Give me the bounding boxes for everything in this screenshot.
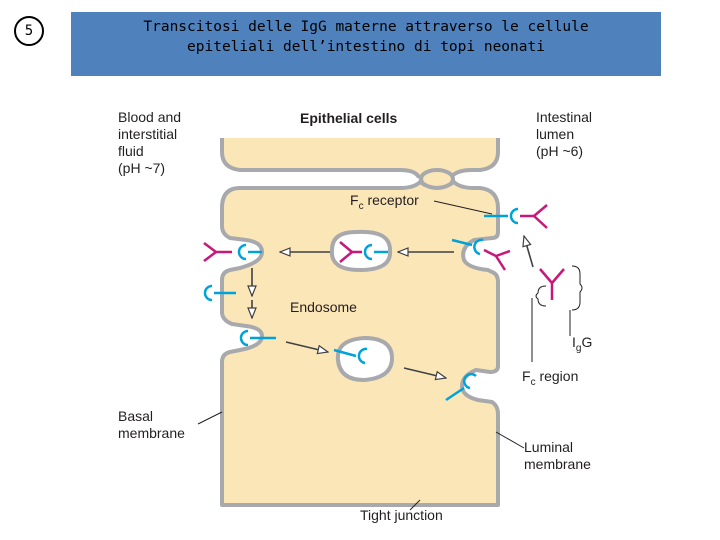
slide-number-text: 5: [24, 23, 34, 39]
receptor-recycling: [239, 329, 276, 347]
receptor-igg-complex-lumen: [484, 204, 548, 229]
label-tight-junction: Tight junction: [360, 507, 443, 523]
label-blood-3: fluid: [118, 143, 144, 159]
label-basal-2: membrane: [118, 425, 185, 441]
label-fc-region: Fc region: [522, 368, 578, 388]
receptor-igg-complex-luminal-pit: [451, 238, 511, 271]
receptor-in-endosome-lower: [333, 347, 368, 365]
arrow-recycle-to-endosome: [285, 341, 328, 352]
label-luminal-2: membrane: [524, 456, 591, 472]
labels: Blood and interstitial fluid (pH ~7) Epi…: [118, 109, 592, 523]
label-blood-2: interstitial: [118, 126, 177, 142]
slide-number: 5: [14, 16, 44, 46]
receptor-luminal-lower: [445, 372, 477, 402]
label-intestinal-2: lumen: [536, 126, 574, 142]
leader-lines: [197, 200, 571, 511]
arrow-lumen-to-pit: [524, 236, 534, 268]
igg-brackets: [535, 265, 583, 311]
label-intestinal-1: Intestinal: [536, 109, 592, 125]
pathway-arrows: [252, 236, 534, 378]
label-blood-1: Blood and: [118, 109, 181, 125]
label-intestinal-3: (pH ~6): [536, 143, 583, 159]
label-blood-4: (pH ~7): [118, 160, 165, 176]
endosome-lower: [335, 335, 395, 383]
label-endosome: Endosome: [290, 299, 357, 315]
receptor-igg-complex-basal-release: [203, 242, 262, 262]
free-receptor-basal: [203, 284, 236, 302]
upper-epithelial-cell: [220, 138, 500, 183]
label-epithelial-cells: Epithelial cells: [300, 110, 397, 126]
label-basal-1: Basal: [118, 408, 153, 424]
slide-title: Transcitosi delle IgG materne attraverso…: [143, 19, 589, 55]
label-fc-receptor: Fc receptor: [350, 192, 419, 212]
receptor-igg-complex-endosome: [339, 241, 388, 263]
title-banner: Transcitosi delle IgG materne attraverso…: [71, 12, 661, 76]
igg-antibody: [539, 268, 565, 300]
label-igg: IgG: [572, 334, 592, 354]
arrow-endosome-to-luminal: [403, 367, 446, 378]
label-luminal-1: Luminal: [524, 439, 573, 455]
